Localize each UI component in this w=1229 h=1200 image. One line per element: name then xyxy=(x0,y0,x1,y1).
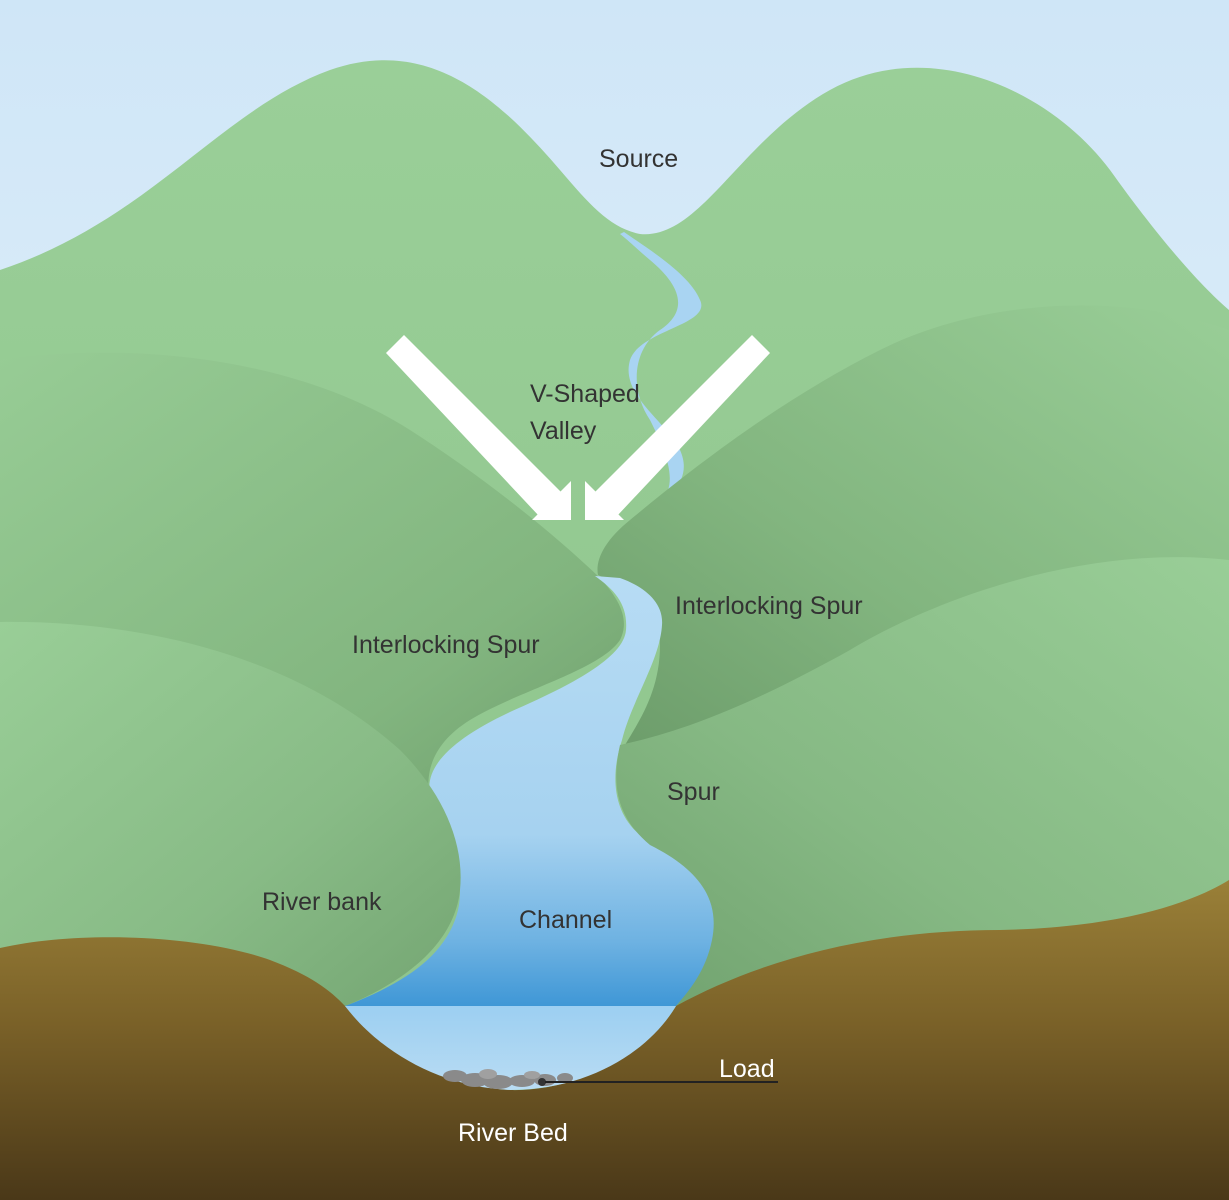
river-channel xyxy=(345,576,717,1006)
ground xyxy=(0,880,1229,1200)
front-left-hill xyxy=(0,621,461,1006)
load-sediment xyxy=(443,1069,573,1089)
label-river-bank: River bank xyxy=(262,888,382,916)
label-valley-line2: Valley xyxy=(530,417,597,445)
label-source: Source xyxy=(599,145,678,173)
left-arrow-icon xyxy=(386,335,571,520)
upper-stream xyxy=(620,232,702,490)
right-arrow-icon xyxy=(585,335,770,520)
label-valley-line1: V-Shaped xyxy=(530,380,640,408)
label-load: Load xyxy=(719,1055,775,1083)
label-spur: Spur xyxy=(667,778,720,806)
label-river-bed: River Bed xyxy=(458,1119,568,1147)
river-bed-water xyxy=(345,1006,676,1090)
label-interlocking-spur-left: Interlocking Spur xyxy=(352,631,540,659)
label-channel: Channel xyxy=(519,906,612,934)
label-interlocking-spur-right: Interlocking Spur xyxy=(675,592,863,620)
front-right-hill xyxy=(616,557,1229,1006)
